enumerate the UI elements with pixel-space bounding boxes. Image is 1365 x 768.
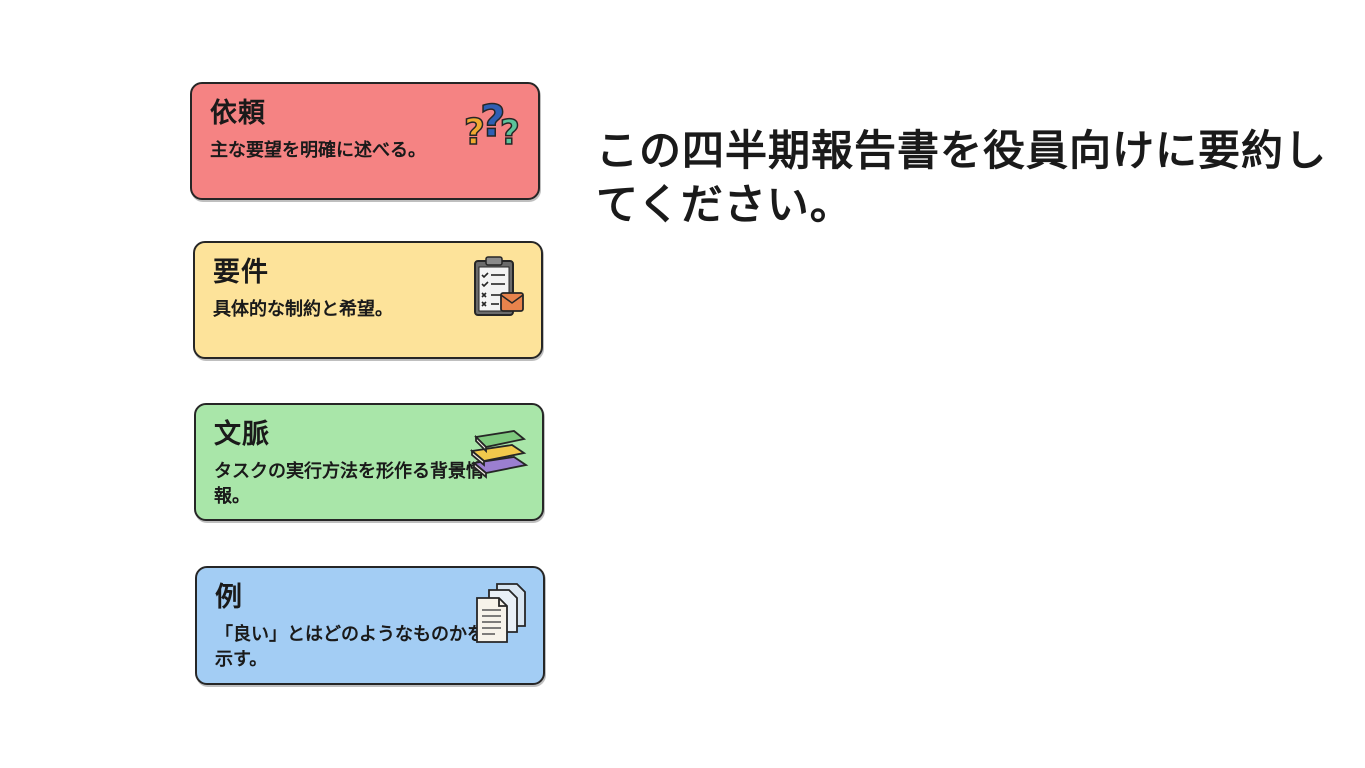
svg-text:?: ? (500, 113, 520, 153)
card-title: 依頼 (210, 98, 266, 129)
svg-text:?: ? (480, 96, 506, 147)
card-request: 依頼 主な要望を明確に述べる。 ? ? ? (190, 82, 540, 200)
svg-text:?: ? (464, 112, 485, 153)
card-examples: 例 「良い」とはどのようなものかを示す。 (195, 566, 545, 685)
card-title: 例 (215, 582, 243, 613)
document-pages-icon (467, 580, 531, 644)
card-context: 文脈 タスクの実行方法を形作る背景情報。 (194, 403, 544, 521)
example-prompt-text: この四半期報告書を役員向けに要約してください。 (596, 126, 1328, 229)
card-requirements: 要件 具体的な制約と希望。 (193, 241, 543, 359)
card-description: 主な要望を明確に述べる。 (210, 140, 426, 161)
clipboard-checklist-icon (465, 255, 529, 319)
card-description: 「良い」とはどのようなものかを示す。 (215, 624, 485, 670)
card-description: タスクの実行方法を形作る背景情報。 (214, 461, 484, 507)
card-title: 文脈 (214, 419, 270, 450)
question-marks-icon: ? ? ? (462, 96, 526, 160)
card-description: 具体的な制約と希望。 (213, 299, 393, 320)
card-title: 要件 (213, 257, 269, 288)
book-stack-icon (466, 417, 530, 481)
